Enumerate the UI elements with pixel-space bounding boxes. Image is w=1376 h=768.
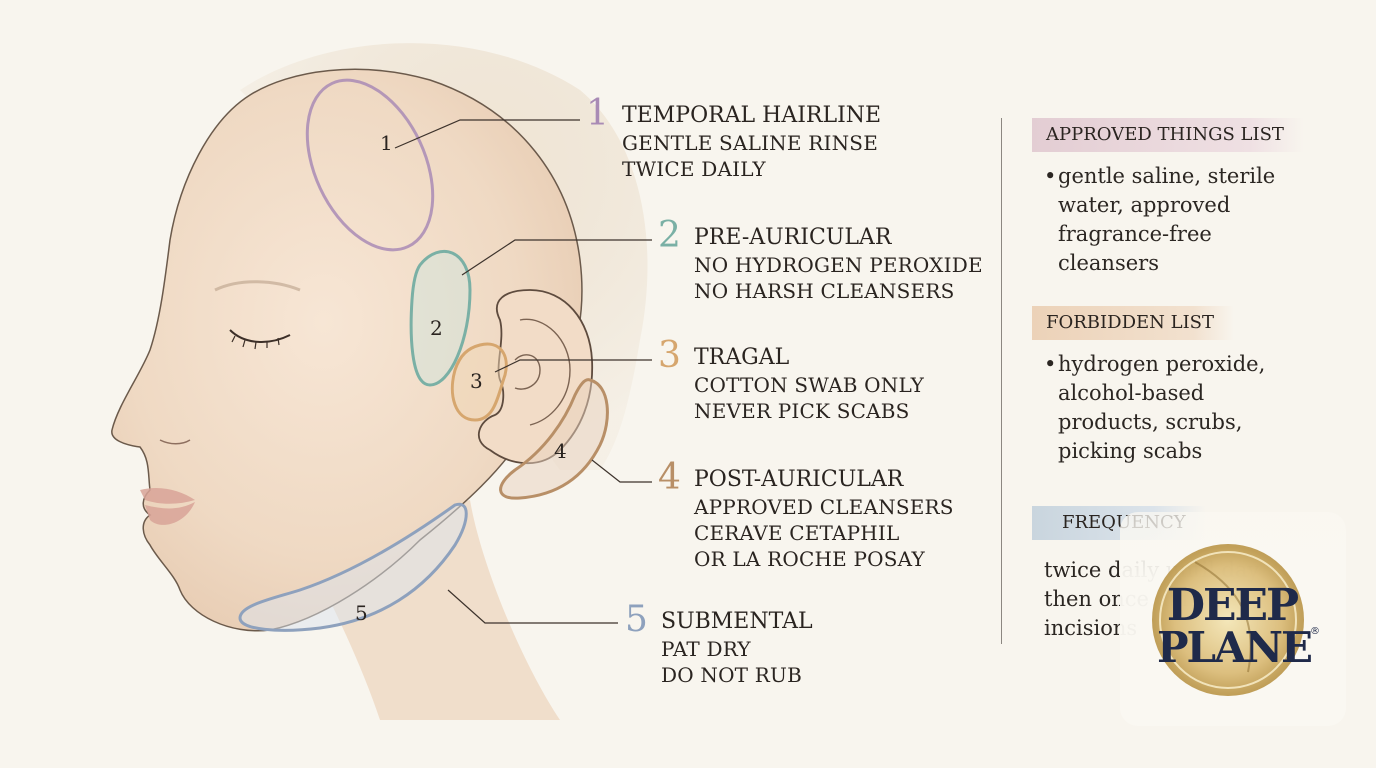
- zone-4-callout: 4 POST-AURICULAR APPROVED CLEANSERS CERA…: [658, 460, 954, 572]
- zone-1-line: TWICE DAILY: [622, 157, 766, 181]
- zone-3-outline: [450, 342, 508, 422]
- approved-section: APPROVED THINGS LIST gentle saline, ster…: [1032, 118, 1352, 278]
- zone-2-leader: [461, 239, 652, 276]
- approved-item: gentle saline, sterile water, approved f…: [1032, 162, 1318, 278]
- zone-1-callout: 1 TEMPORAL HAIRLINE GENTLE SALINE RINSE …: [586, 96, 882, 182]
- zone-3-line: COTTON SWAB ONLY: [694, 373, 925, 397]
- logo-line-1: DEEP: [1167, 580, 1298, 631]
- zone-3-number: 3: [658, 335, 681, 376]
- zone-2-line: NO HARSH CLEANSERS: [694, 279, 955, 303]
- zone-1-title: TEMPORAL HAIRLINE: [622, 103, 882, 128]
- zone-2-number: 2: [658, 215, 681, 256]
- zone-3-leader: [494, 359, 652, 373]
- zone-2-callout: 2 PRE-AURICULAR NO HYDROGEN PEROXIDE NO …: [658, 218, 983, 304]
- deep-plane-logo: DEEP PLANE ®: [1152, 544, 1320, 696]
- zone-1-number: 1: [586, 93, 609, 134]
- zone-5-outline: [238, 502, 468, 632]
- divider: [1001, 118, 1002, 644]
- zone-2-outline: [409, 249, 472, 387]
- logo-line-2: PLANE: [1157, 623, 1311, 672]
- lips: [140, 488, 195, 525]
- zone-4-line: CERAVE CETAPHIL: [694, 521, 900, 545]
- zone-5-title: SUBMENTAL: [661, 609, 813, 634]
- zone-4-outline: [499, 378, 609, 500]
- zone-4-title: POST-AURICULAR: [694, 467, 904, 492]
- zone-5-marker: 5: [355, 601, 368, 625]
- zone-1-line: GENTLE SALINE RINSE: [622, 131, 878, 155]
- approved-header: APPROVED THINGS LIST: [1032, 118, 1304, 152]
- zone-4-line: APPROVED CLEANSERS: [694, 495, 954, 519]
- zone-2-line: NO HYDROGEN PEROXIDE: [694, 253, 983, 277]
- zone-4-marker: 4: [554, 439, 567, 463]
- forbidden-header: FORBIDDEN LIST: [1032, 306, 1235, 340]
- zone-4-leader: [591, 459, 652, 483]
- zone-4-line: OR LA ROCHE POSAY: [694, 547, 925, 571]
- face: [111, 68, 583, 632]
- zone-1-outline: [305, 78, 435, 252]
- forbidden-item: hydrogen peroxide, alcohol-based product…: [1032, 350, 1308, 466]
- zone-1-leader: [394, 119, 580, 149]
- zone-2-marker: 2: [430, 316, 443, 340]
- zone-5-callout: 5 SUBMENTAL PAT DRY DO NOT RUB: [625, 602, 813, 688]
- zone-5-leader: [447, 589, 618, 624]
- zone-3-callout: 3 TRAGAL COTTON SWAB ONLY NEVER PICK SCA…: [658, 338, 925, 424]
- zone-5-line: PAT DRY: [661, 637, 751, 661]
- forbidden-section: FORBIDDEN LIST hydrogen peroxide, alcoho…: [1032, 306, 1352, 466]
- zone-5-line: DO NOT RUB: [661, 663, 802, 687]
- zone-3-line: NEVER PICK SCABS: [694, 399, 910, 423]
- zone-2-title: PRE-AURICULAR: [694, 225, 892, 250]
- zone-3-title: TRAGAL: [694, 345, 790, 370]
- logo-registered-mark: ®: [1310, 626, 1320, 637]
- zone-3-marker: 3: [470, 369, 483, 393]
- eye: [229, 329, 291, 343]
- zone-4-number: 4: [658, 457, 681, 498]
- zone-5-number: 5: [625, 599, 648, 640]
- eyebrow: [214, 280, 301, 292]
- zone-1-marker: 1: [380, 131, 393, 155]
